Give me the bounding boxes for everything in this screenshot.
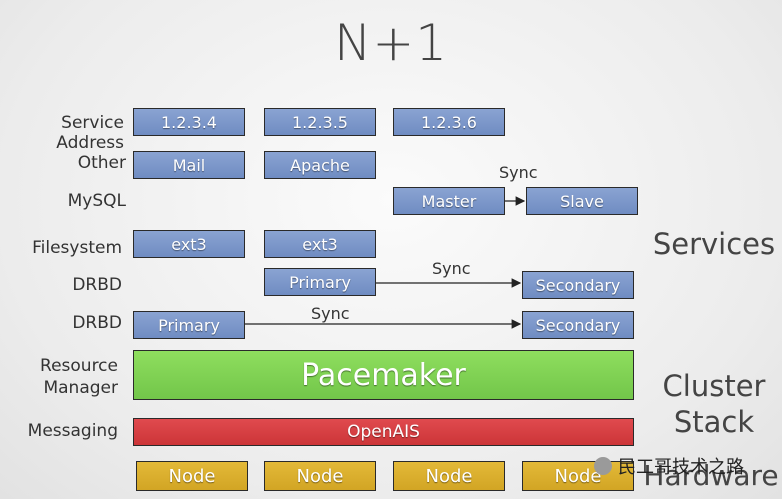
openais-box: OpenAIS (133, 418, 634, 446)
slave-box: Slave (526, 187, 638, 215)
sync-label-mysql: Sync (499, 163, 538, 182)
drbd-upper-secondary-box: Secondary (522, 271, 634, 299)
drbd-lower-primary-box: Primary (133, 311, 245, 339)
drbd-upper-primary-box: Primary (264, 268, 376, 296)
watermark: 民工哥技术之路 (594, 453, 744, 479)
ip-box-1: 1.2.3.4 (133, 108, 245, 136)
label-mysql: MySQL (67, 191, 126, 211)
label-service-address: Service Address (56, 113, 124, 153)
node-box-4: Node (522, 461, 634, 491)
page-title: N+1 (333, 14, 449, 72)
label-filesystem: Filesystem (32, 238, 122, 258)
mail-box: Mail (133, 151, 245, 179)
label-messaging: Messaging (27, 421, 118, 441)
ip-box-3: 1.2.3.6 (393, 108, 505, 136)
label-other: Other (77, 153, 126, 173)
master-box: Master (393, 187, 505, 215)
hardware-label: Hardware (643, 459, 779, 492)
ext3-box-1: ext3 (133, 230, 245, 258)
label-drbd-upper: DRBD (72, 275, 122, 295)
pacemaker-box: Pacemaker (133, 350, 634, 400)
node-box-1: Node (136, 461, 248, 491)
sync-label-drbd-lower: Sync (311, 304, 350, 323)
node-box-2: Node (264, 461, 376, 491)
cluster-stack-label: Cluster Stack (662, 369, 766, 439)
label-drbd-lower: DRBD (72, 313, 122, 333)
services-label: Services (652, 227, 776, 261)
sync-label-drbd-upper: Sync (432, 259, 471, 278)
watermark-text: 民工哥技术之路 (618, 457, 744, 478)
apache-box: Apache (264, 151, 376, 179)
ext3-box-2: ext3 (264, 230, 376, 258)
node-box-3: Node (393, 461, 505, 491)
drbd-lower-secondary-box: Secondary (522, 311, 634, 339)
ip-box-2: 1.2.3.5 (264, 108, 376, 136)
wechat-icon (594, 457, 612, 475)
label-resource-manager: Resource Manager (40, 356, 118, 398)
